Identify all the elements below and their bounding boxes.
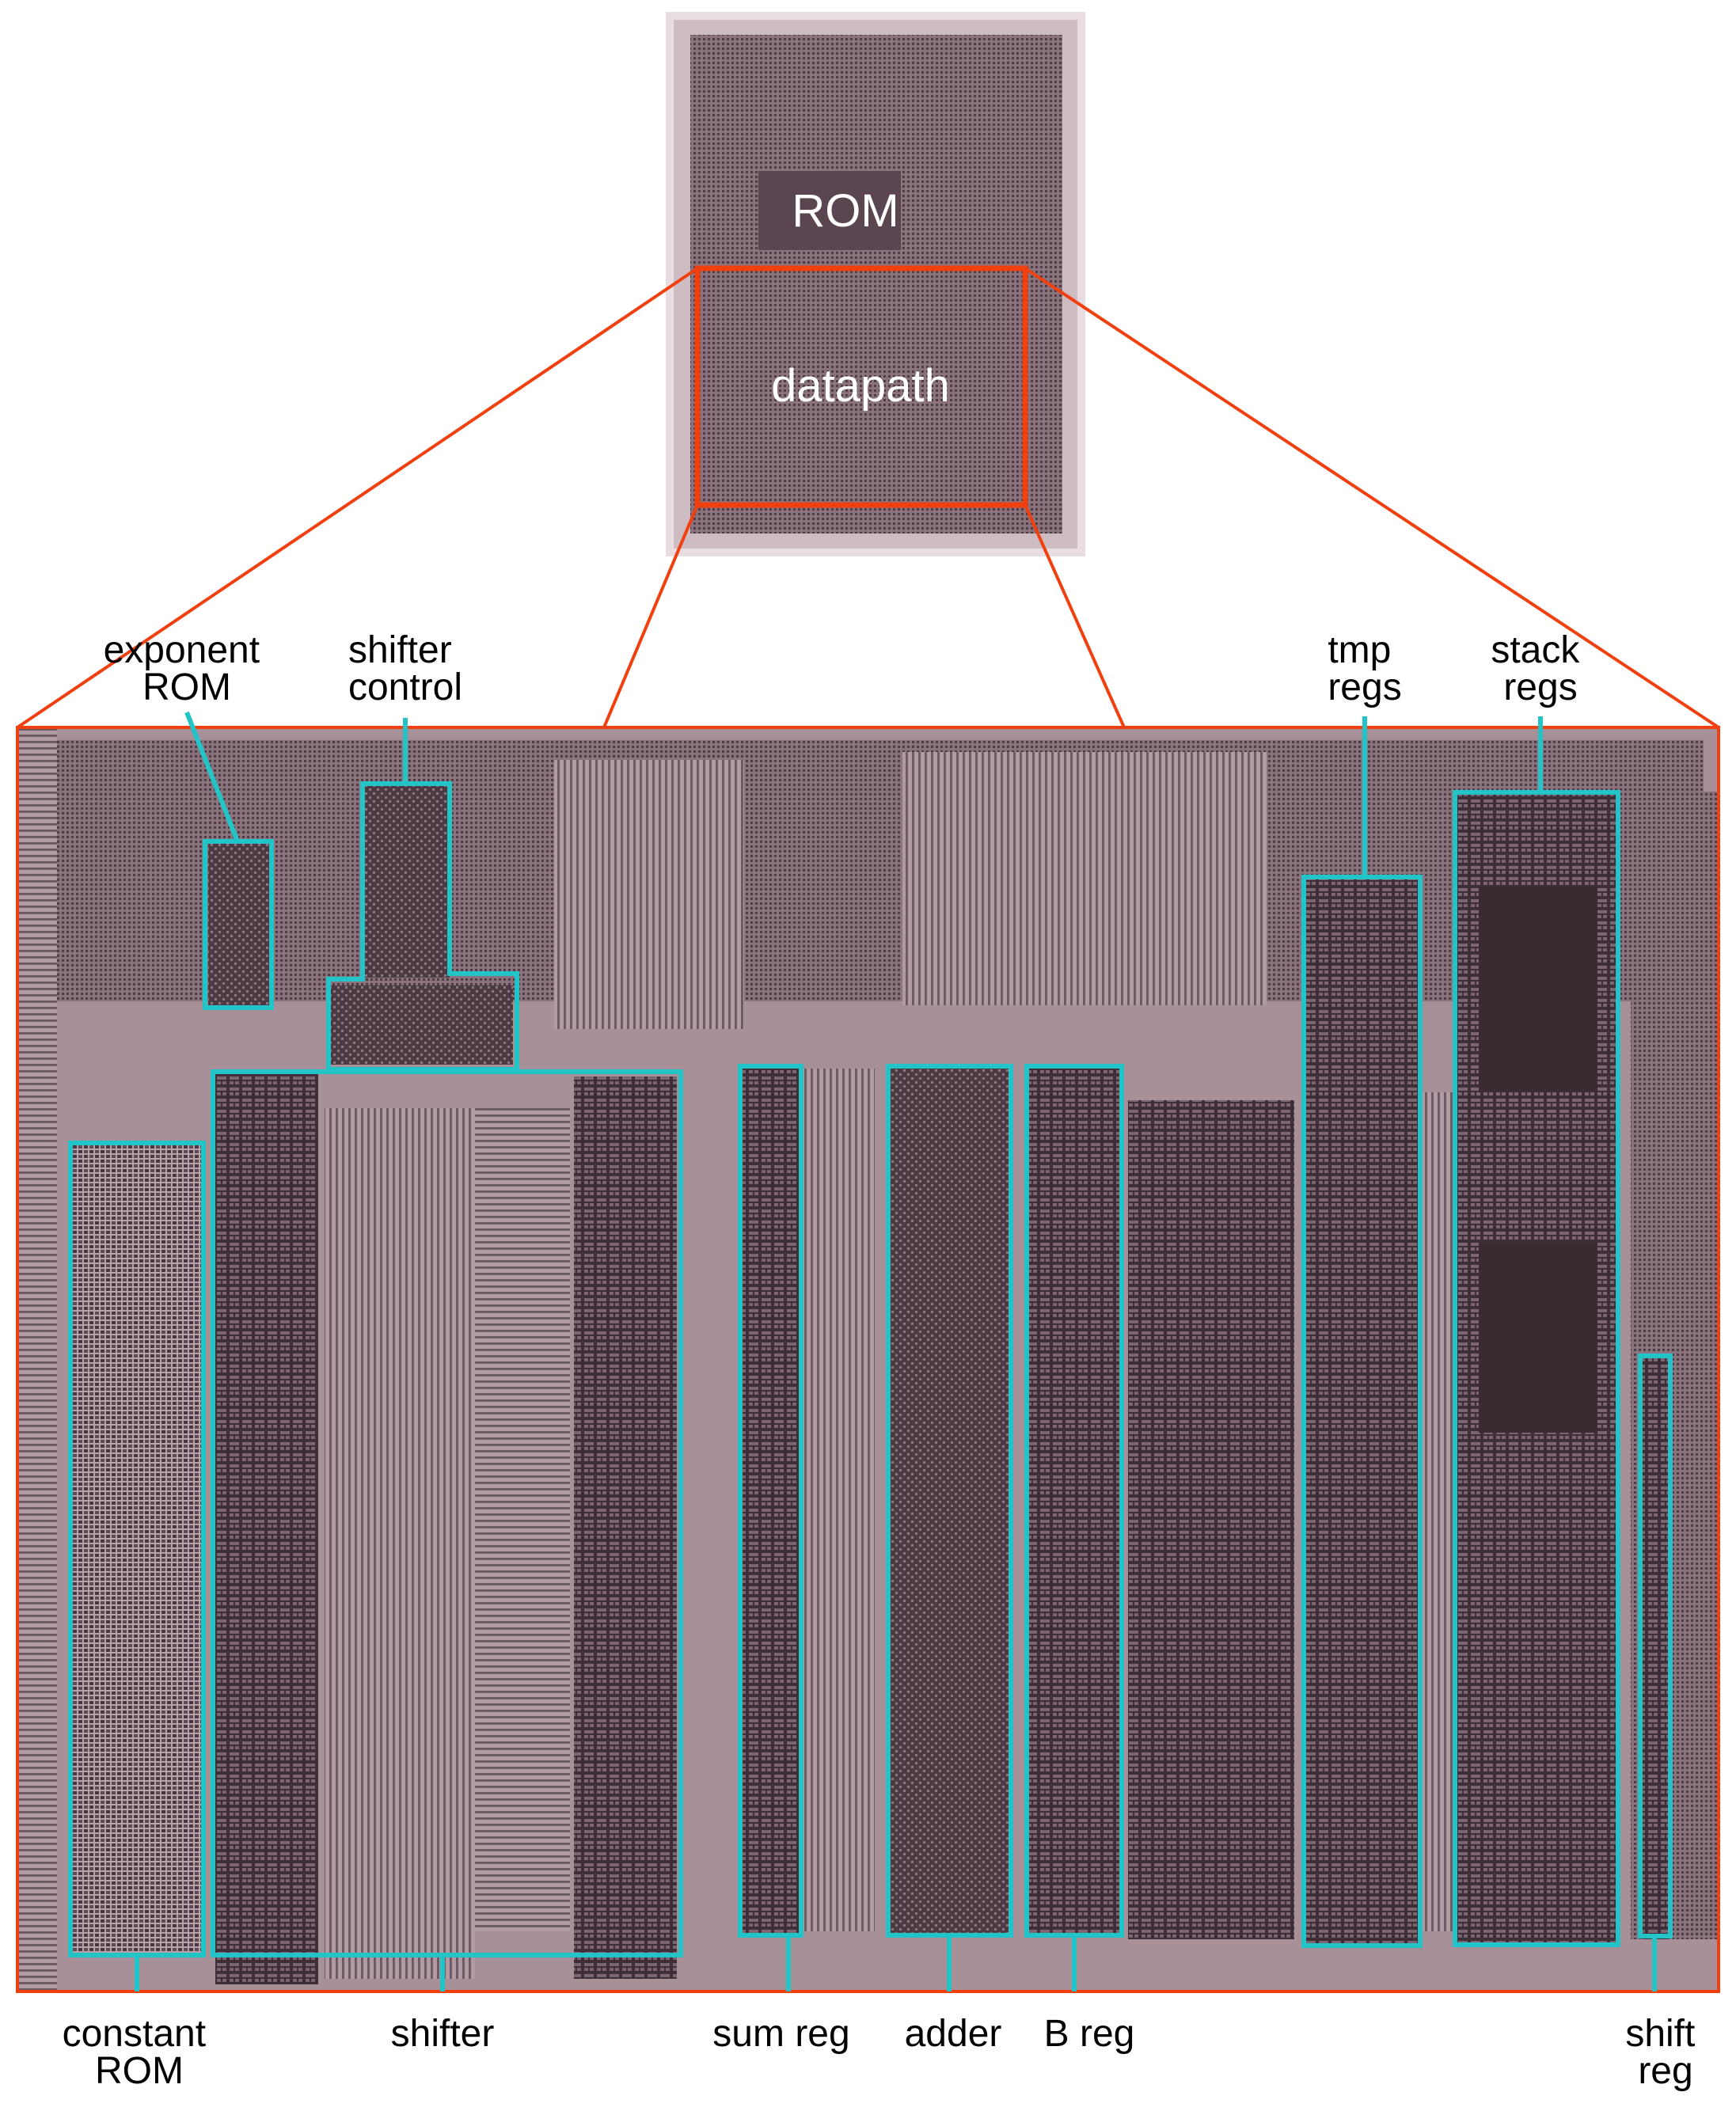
shift-reg-cells [1642,1357,1669,1939]
block-outlines [68,711,1673,1991]
shifter-cells-c [574,1076,677,1979]
shifter-label: shifter [391,2013,495,2055]
chip-overview: ROM datapath [666,12,1085,556]
zoom-line-bottom-right [1024,504,1126,728]
b-reg-cells [1027,1066,1122,1935]
shifter-control-label: shifter control [348,629,462,708]
shifter-cells-a [215,1074,318,1984]
sum-reg-cells [740,1066,801,1935]
datapath-zoom-box [694,265,1028,508]
shifter-control-cells-2 [331,985,513,1065]
stack-regs-label: stack regs [1491,629,1590,708]
tmp-regs-cells [1306,879,1419,1943]
tmp-regs-gap [1421,1092,1453,1931]
zoom-lines [16,267,1720,729]
exponent-rom-outline [203,839,274,1010]
sum-reg-wiring [803,1069,875,1931]
stack-regs-outline [1453,790,1620,1947]
b-reg-right-cells [1128,1100,1294,1939]
constant-rom-label: constant ROM [63,2013,217,2092]
die-logic-area-2 [902,752,1267,1005]
b-reg-label: B reg [1044,2013,1135,2055]
adder-label: adder [905,2013,1002,2055]
rom-label: ROM [792,185,898,237]
chip-die-core [690,35,1062,533]
adder-cells [888,1066,1011,1935]
chip-die-border [666,12,1085,556]
datapath-zoom-frame [16,726,1720,1993]
datapath-label: datapath [771,360,950,412]
datapath-die-photo [16,726,1720,1993]
exponent-rom-label: exponent ROM [104,629,271,708]
exponent-rom-leader [184,711,240,843]
tmp-regs-outline [1301,875,1423,1948]
shift-reg-label: shift reg [1625,2013,1705,2092]
shifter-outline [211,1069,683,1957]
sum-reg-outline [738,1064,803,1938]
tmp-regs-label: tmp regs [1328,629,1401,708]
zoom-line-bottom-left [602,504,699,728]
stack-regs-dark-1 [1479,887,1597,1092]
zoom-line-top-right [1024,267,1720,729]
die-left-edge [17,727,57,1991]
die-logic-area [554,760,744,1029]
shifter-cells-b [325,1108,475,1979]
constant-rom-cells [70,1143,203,1955]
rom-block [758,171,901,250]
exponent-rom-cells [208,841,272,1008]
zoom-line-top-left [16,267,699,729]
block-labels: exponent ROM shifter control tmp regs st… [63,629,1705,2092]
stack-regs-dark-2 [1479,1243,1597,1433]
sum-reg-label: sum reg [712,2013,849,2055]
die-top-logic [57,740,1704,1001]
shifter-diagonal-wiring [475,1108,570,1931]
shifter-control-cells [363,784,450,978]
